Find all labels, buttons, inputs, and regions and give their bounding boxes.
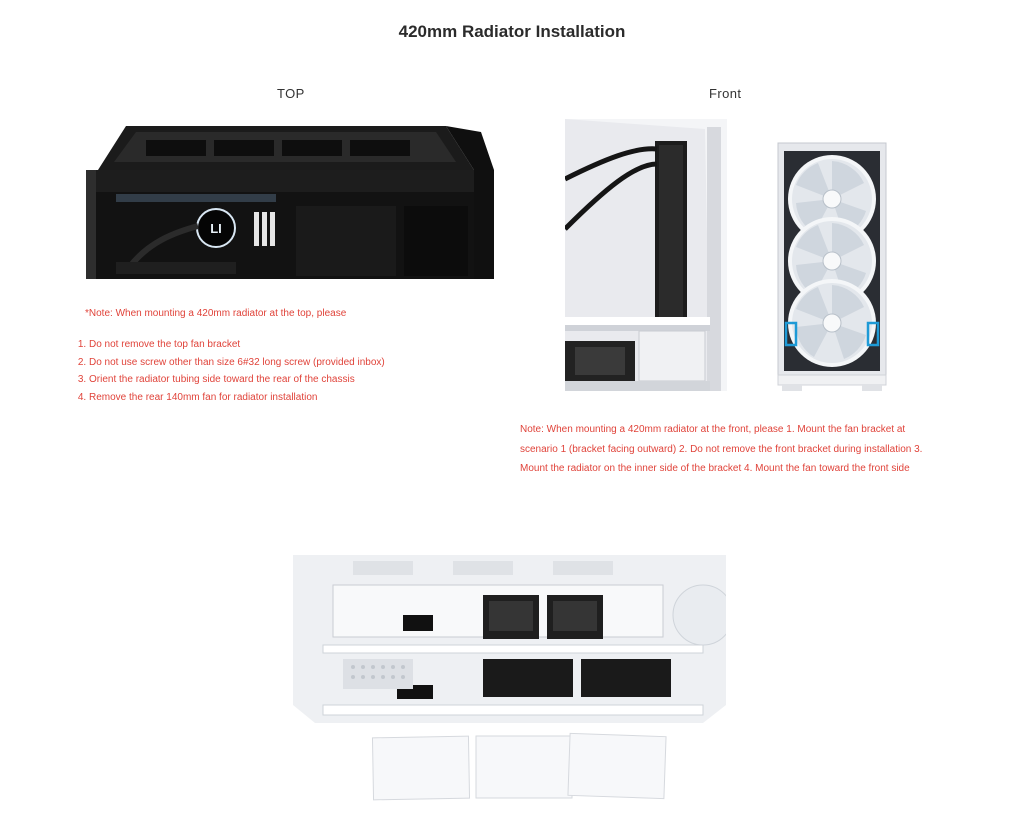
page-title: 420mm Radiator Installation — [398, 22, 626, 41]
front-note: Note: When mounting a 420mm radiator at … — [520, 424, 923, 474]
front-section-label: Front — [709, 86, 742, 101]
top-step: Remove the rear 140mm fan for radiator i… — [89, 389, 385, 407]
fan-icon — [788, 155, 876, 243]
bracket-highlight — [784, 321, 798, 347]
bracket-highlight — [866, 321, 880, 347]
front-fans-photo — [774, 141, 890, 391]
top-section-label: TOP — [277, 86, 305, 101]
top-mount-photo: LI — [86, 122, 494, 279]
top-note: *Note: When mounting a 420mm radiator at… — [85, 308, 347, 319]
top-step: Do not remove the top fan bracket — [89, 336, 385, 354]
front-interior-photo — [565, 119, 727, 391]
bottom-chassis-photo — [293, 555, 726, 801]
fan-icon — [788, 217, 876, 305]
top-step: Do not use screw other than size 6#32 lo… — [89, 354, 385, 372]
pump-logo: LI — [210, 221, 222, 236]
top-step: Orient the radiator tubing side toward t… — [89, 371, 385, 389]
fan-icon — [788, 279, 876, 367]
top-steps-list: Do not remove the top fan bracket Do not… — [72, 336, 385, 406]
